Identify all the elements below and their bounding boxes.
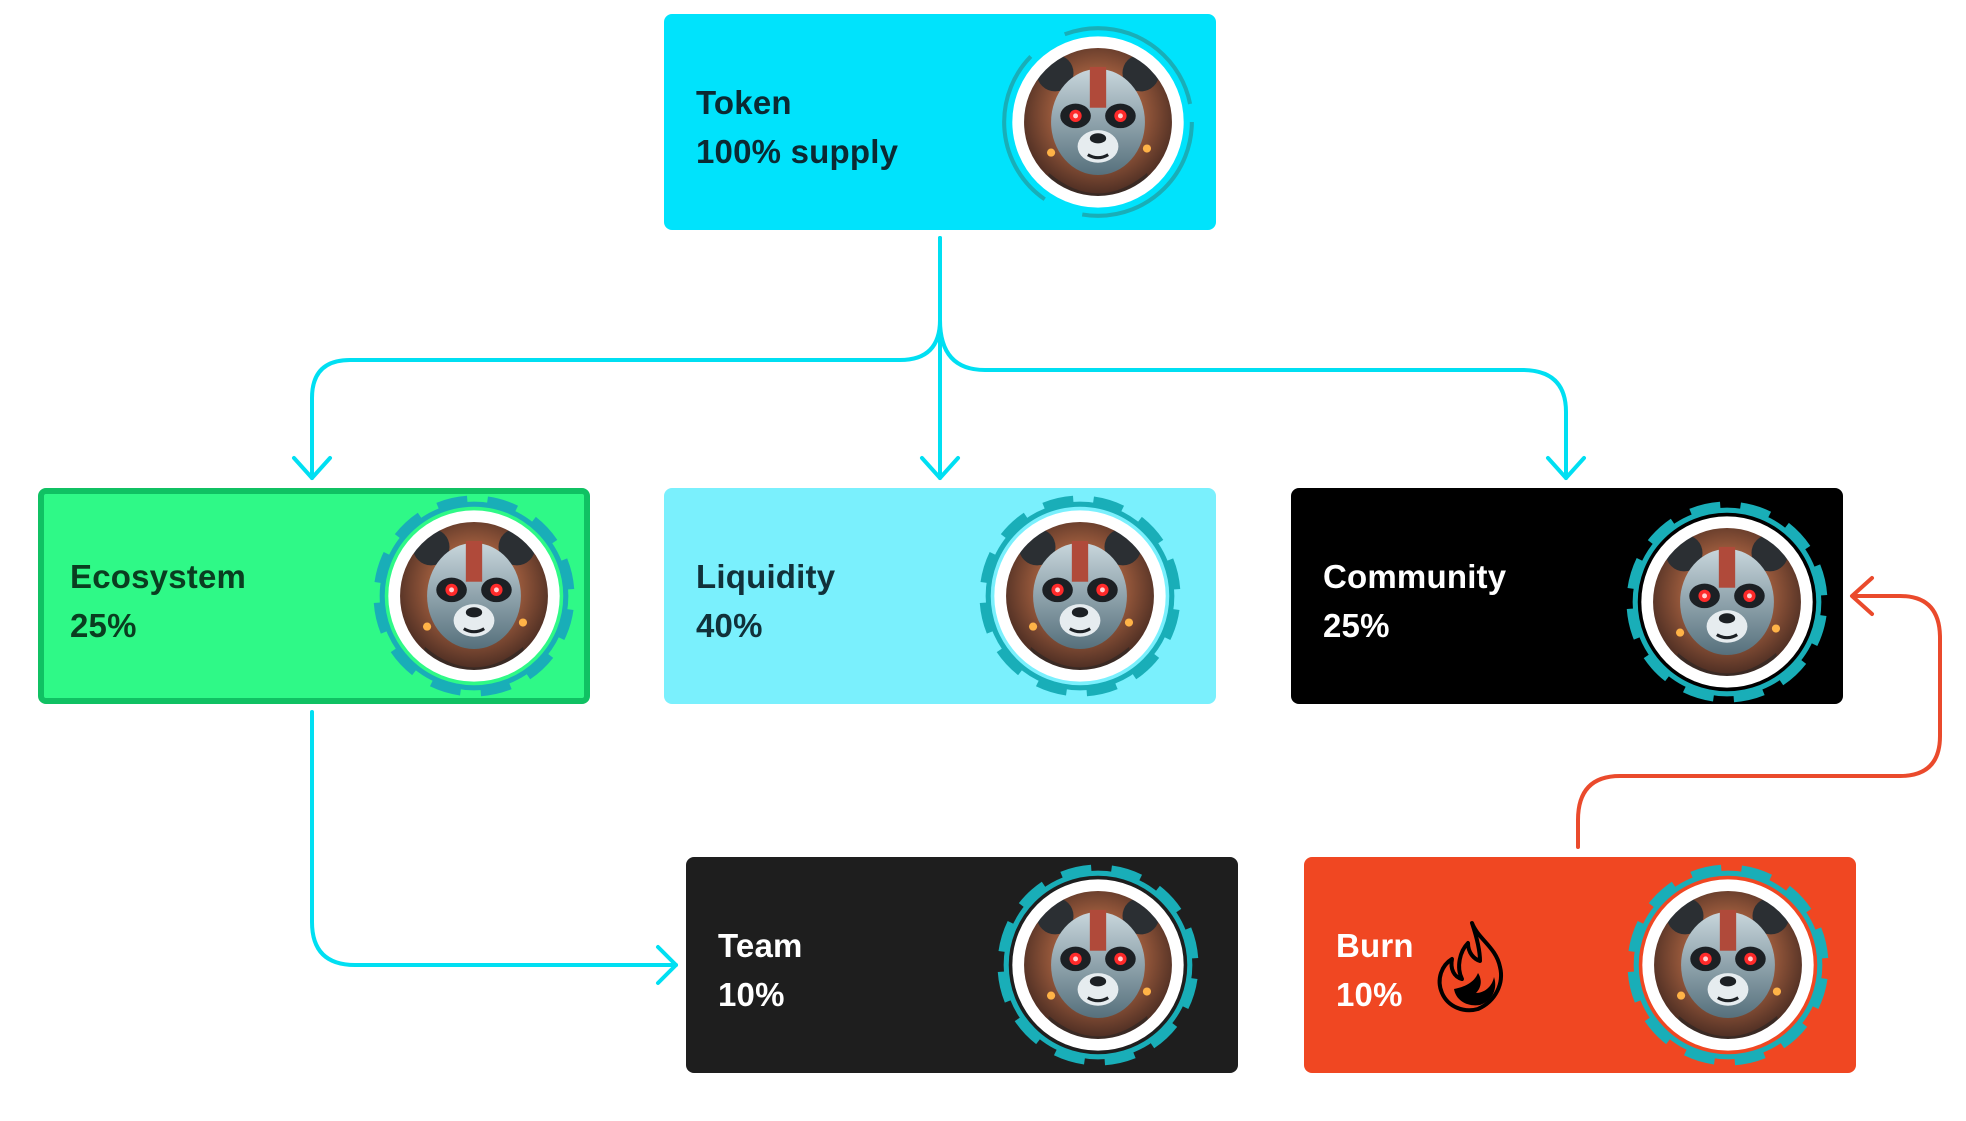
node-burn: Burn 10% [1304,857,1856,1073]
node-title: Token [696,84,792,121]
node-team-text: Team 10% [718,921,803,1019]
node-value: 25% [1323,607,1390,644]
robot-panda-avatar-icon [1626,863,1830,1067]
edge-burn-community [1576,594,1942,849]
robot-panda-avatar-icon [996,20,1200,224]
node-value: 100% supply [696,133,899,170]
node-token: Token 100% supply [664,14,1216,230]
node-liquidity: Liquidity 40% [664,488,1216,704]
robot-panda-avatar-icon [978,494,1182,698]
robot-panda-avatar-icon [996,863,1200,1067]
flame-icon [1434,917,1514,1017]
node-ecosystem-text: Ecosystem 25% [70,552,246,650]
node-burn-text: Burn 10% [1336,921,1414,1019]
node-community-text: Community 25% [1323,552,1506,650]
node-title: Team [718,927,803,964]
arrowhead-burn-community [1850,576,1874,616]
robot-panda-avatar-icon [372,494,576,698]
edge-ecosystem-team [310,710,678,967]
edge-token-ecosystem [310,236,942,480]
node-community: Community 25% [1291,488,1843,704]
arrowhead-ecosystem [292,456,332,480]
node-team: Team 10% [686,857,1238,1073]
arrowhead-liquidity [920,456,960,480]
node-title: Community [1323,558,1507,595]
arrowhead-team [656,945,678,985]
robot-panda-avatar-icon [1625,500,1829,704]
node-title: Liquidity [696,558,836,595]
edge-token-community [938,318,1568,480]
node-token-text: Token 100% supply [696,78,898,176]
arrowhead-community [1546,456,1586,480]
node-title: Ecosystem [70,558,247,595]
node-liquidity-text: Liquidity 40% [696,552,835,650]
node-value: 25% [70,607,137,644]
node-ecosystem: Ecosystem 25% [38,488,590,704]
node-value: 10% [718,976,785,1013]
node-value: 10% [1336,976,1403,1013]
node-title: Burn [1336,927,1414,964]
node-value: 40% [696,607,763,644]
